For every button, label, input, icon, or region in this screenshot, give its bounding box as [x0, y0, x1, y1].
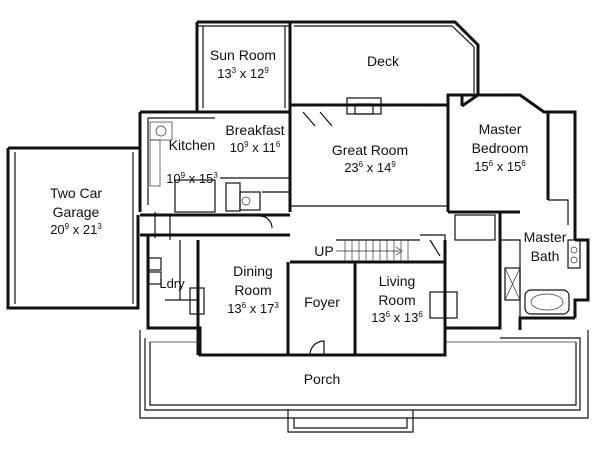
room-breakfast: Breakfast 109 x 116 [225, 122, 284, 155]
great-room-name: Great Room [332, 142, 408, 158]
breakfast-name: Breakfast [225, 122, 284, 138]
master-bedroom-name-line2: Bedroom [472, 140, 529, 156]
garage-name-line2: Garage [53, 204, 100, 220]
master-bedroom-name-line1: Master [479, 121, 522, 137]
window-marks [155, 94, 505, 356]
stair-up-text: UP [314, 243, 333, 259]
living-room-name-line2: Room [378, 292, 415, 308]
interior-details [14, 25, 589, 433]
room-living-room: Living Room 136 x 136 [371, 273, 423, 325]
room-kitchen: Kitchen 109 x 153 [166, 137, 218, 186]
living-room-name-line1: Living [379, 273, 416, 289]
room-foyer: Foyer [304, 294, 340, 310]
dining-room-size: 136 x 173 [227, 301, 279, 316]
stair-label: UP [314, 243, 333, 259]
room-master-bath: Master Bath [524, 229, 567, 264]
breakfast-size: 109 x 116 [230, 140, 281, 155]
foyer-name: Foyer [304, 294, 340, 310]
dining-room-name-line1: Dining [233, 263, 273, 279]
deck-name: Deck [367, 53, 400, 69]
dining-room-name-line2: Room [234, 282, 271, 298]
great-room-size: 236 x 149 [344, 160, 396, 175]
master-bedroom-size: 156 x 156 [474, 159, 526, 174]
room-garage: Two Car Garage 209 x 213 [50, 185, 102, 237]
room-great-room: Great Room 236 x 149 [332, 142, 408, 175]
room-master-bedroom: Master Bedroom 156 x 156 [472, 121, 529, 174]
garage-name-line1: Two Car [50, 185, 102, 201]
room-laundry: Ldry [159, 276, 185, 291]
sun-room-name: Sun Room [210, 47, 276, 63]
kitchen-size: 109 x 153 [166, 171, 218, 186]
room-porch: Porch [304, 371, 341, 387]
master-bath-name-line2: Bath [531, 248, 560, 264]
room-dining-room: Dining Room 136 x 173 [227, 263, 279, 316]
kitchen-name: Kitchen [169, 137, 216, 153]
laundry-name: Ldry [159, 276, 185, 291]
master-bath-name-line1: Master [524, 229, 567, 245]
garage-size: 209 x 213 [50, 222, 102, 237]
room-deck: Deck [367, 53, 400, 69]
porch-name: Porch [304, 371, 341, 387]
sun-room-size: 133 x 129 [217, 66, 269, 81]
room-sun-room: Sun Room 133 x 129 [210, 47, 276, 81]
living-room-size: 136 x 136 [371, 310, 423, 325]
